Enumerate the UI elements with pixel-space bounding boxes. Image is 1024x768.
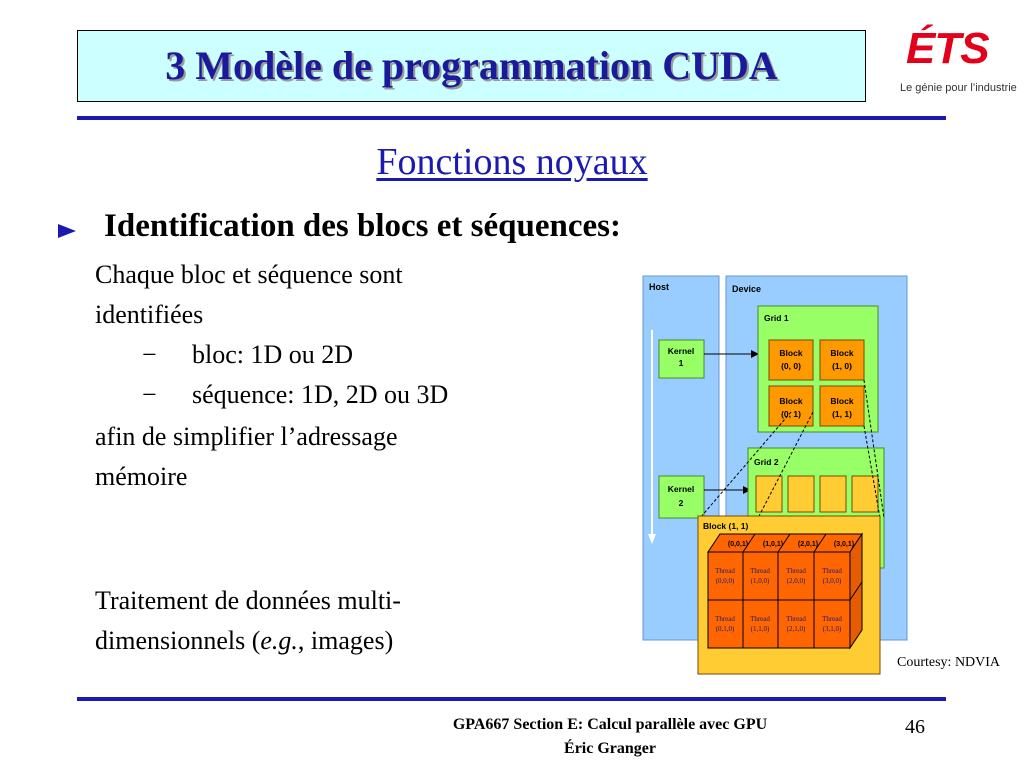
thread-index: (2,1,0) — [787, 625, 806, 633]
thread-top-label: (3,0,1) — [834, 541, 854, 548]
host-label: Host — [649, 282, 669, 292]
top-divider — [77, 116, 946, 120]
para1-line2: identifiées — [95, 300, 204, 329]
block-label: Block — [830, 348, 853, 358]
bullet-heading: Identification des blocs et séquences: — [104, 208, 621, 244]
cube-edge — [849, 581, 863, 601]
ets-logo: ÉTS Le génie pour l’industrie — [900, 24, 1018, 104]
block-index: (0, 1) — [781, 409, 801, 419]
thread-index: (1,0,0) — [751, 577, 770, 585]
sub-bullet-1: bloc: 1D ou 2D — [192, 340, 354, 369]
timeline-arrow-icon — [648, 534, 656, 544]
grid2-label: Grid 2 — [754, 457, 779, 467]
thread-label: Thread — [750, 567, 770, 575]
grid2-block — [851, 475, 879, 513]
block-detail-label: Block (1, 1) — [703, 521, 749, 531]
kernel2-label: Kernel — [668, 484, 694, 494]
thread-label: Thread — [822, 615, 842, 623]
cube-edge — [777, 533, 791, 553]
thread-label: Thread — [715, 567, 735, 575]
grid2-block — [819, 475, 847, 513]
para3-em: e.g. — [260, 626, 298, 655]
para3-line1: Traitement de données multi- — [95, 586, 401, 615]
thread-index: (0,1,0) — [716, 625, 735, 633]
thread-index: (3,1,0) — [823, 625, 842, 633]
block-1-1 — [819, 385, 865, 427]
thread-label: Thread — [715, 615, 735, 623]
kernel1-number: 1 — [679, 358, 684, 368]
block-label: Block — [779, 396, 802, 406]
thread-index: (1,1,0) — [751, 625, 770, 633]
thread-top-label: (0,0,1) — [728, 541, 748, 548]
block-label: Block — [830, 396, 853, 406]
zoom-line — [863, 425, 881, 519]
thread-label: Thread — [786, 567, 806, 575]
grid1-label: Grid 1 — [764, 313, 789, 323]
logo-tagline: Le génie pour l’industrie — [900, 82, 1017, 94]
thread-top-label: (1,0,1) — [763, 541, 783, 548]
slide-title: 3 Modèle de programmation CUDA — [165, 43, 778, 88]
footer-course: GPA667 Section E: Calcul parallèle avec … — [452, 716, 768, 733]
thread-top-label: (2,0,1) — [798, 541, 818, 548]
title-box: 3 Modèle de programmation CUDA — [77, 30, 866, 102]
page-number: 46 — [905, 716, 925, 738]
section-subtitle: Fonctions noyaux — [376, 141, 648, 183]
thread-index: (3,0,0) — [823, 577, 842, 585]
para2-line1: afin de simplifier l’adressage — [95, 422, 398, 451]
thread-label: Thread — [750, 615, 770, 623]
para2-line2: mémoire — [95, 462, 188, 491]
courtesy-credit: Courtesy: NDVIA — [897, 655, 1001, 670]
device-label: Device — [732, 284, 761, 294]
block-1-0 — [819, 339, 865, 381]
dash-icon: − — [142, 380, 157, 409]
kernel2-number: 2 — [679, 498, 684, 508]
cube-edge — [742, 533, 756, 553]
kernel1-label: Kernel — [668, 346, 694, 356]
footer-author: Éric Granger — [564, 740, 656, 757]
bullet-arrow-icon — [58, 224, 76, 238]
kernel2-box — [658, 475, 705, 519]
zoom-line — [699, 411, 792, 519]
block-index: (1, 1) — [832, 409, 852, 419]
cube-edge — [813, 533, 827, 553]
thread-index: (0,0,0) — [716, 577, 735, 585]
block-index: (0, 0) — [781, 361, 801, 371]
grid2-block — [755, 475, 783, 513]
block-0-1 — [768, 385, 814, 427]
thread-label: Thread — [786, 615, 806, 623]
cuda-hierarchy-diagram: Host Device Kernel 1 Grid 1 Block (0, 0)… — [642, 275, 908, 675]
block-0-0 — [768, 339, 814, 381]
grid2-block — [787, 475, 815, 513]
sub-bullet-2: séquence: 1D, 2D ou 3D — [192, 380, 449, 409]
para3-post: , images) — [297, 626, 394, 655]
logo-wordmark: ÉTS — [906, 24, 990, 73]
block-index: (1, 0) — [832, 361, 852, 371]
thread-label: Thread — [822, 567, 842, 575]
para3-line2: dimensionnels (e.g., images) — [95, 626, 393, 656]
para1-line1: Chaque bloc et séquence sont — [95, 260, 403, 289]
block-label: Block — [779, 348, 802, 358]
zoom-line — [863, 379, 885, 519]
dash-icon: − — [142, 340, 157, 369]
kernel1-box — [658, 339, 705, 379]
para3-pre: dimensionnels ( — [95, 626, 261, 655]
thread-index: (2,0,0) — [787, 577, 806, 585]
bottom-divider — [77, 697, 946, 701]
